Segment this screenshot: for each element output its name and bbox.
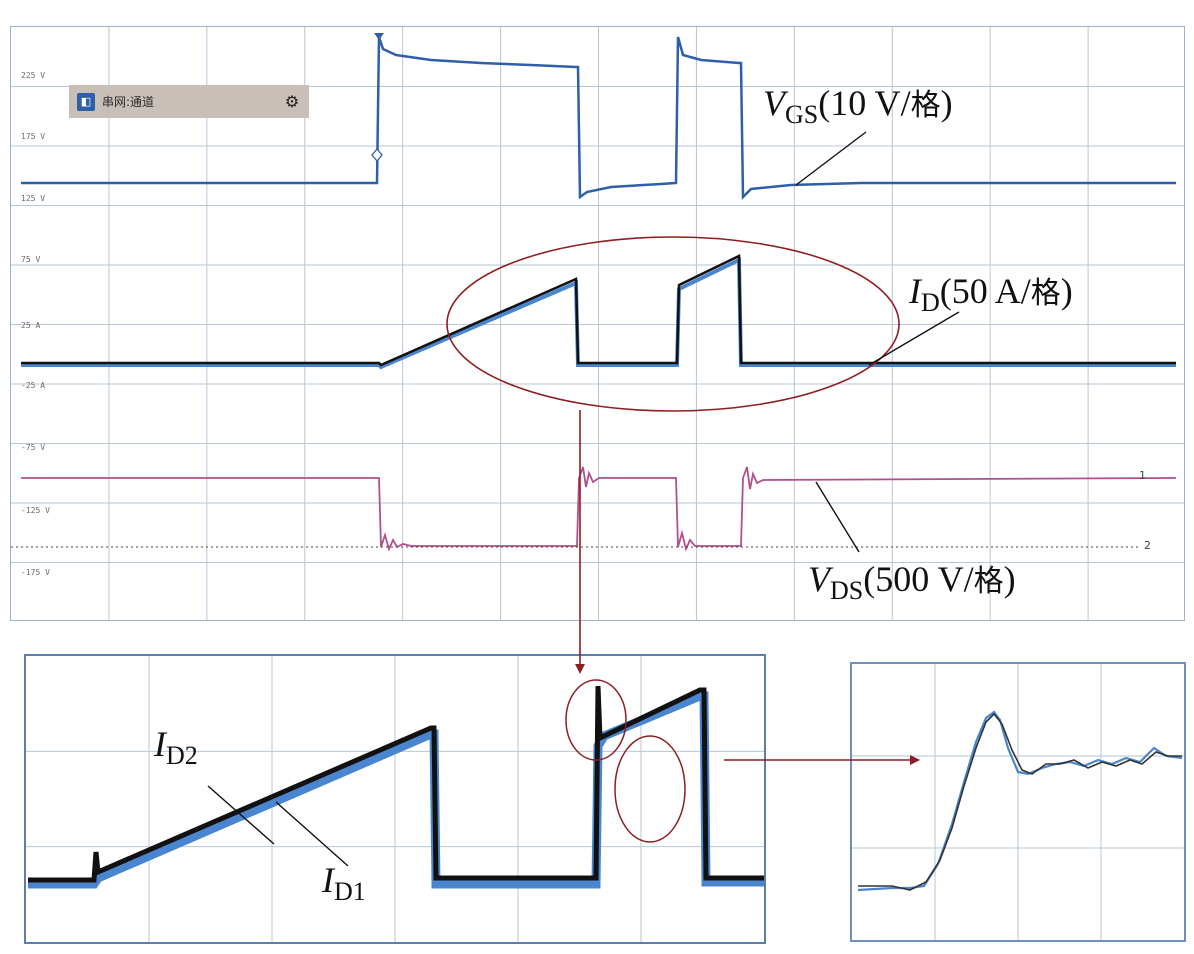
id1-var: I [322, 860, 334, 900]
id-close: ) [1060, 271, 1073, 311]
id2-leader [207, 785, 275, 845]
id-var: I [909, 271, 921, 311]
zoom-ellipse-2 [614, 735, 686, 843]
highlight-ellipse [446, 236, 900, 412]
vds-trace [21, 466, 1177, 552]
vgs-trace [21, 36, 1176, 200]
detail-scope-plot [852, 664, 1184, 940]
vgs-close: ) [940, 83, 953, 123]
y-axis-label: -25 A [21, 381, 46, 390]
detail-grid [852, 664, 1184, 940]
trigger-top-marker [374, 33, 384, 40]
vgs-var: V [763, 83, 785, 123]
id-black-trace [21, 254, 1176, 367]
vds-annotation: VDS(500 V/格) [808, 561, 1016, 604]
vds-unit: 格 [973, 564, 1004, 599]
y-axis-label: -175 V [21, 568, 50, 577]
y-axis-label: 125 V [21, 194, 46, 203]
id-annotation: ID(50 A/格) [909, 273, 1073, 316]
vds-leader [815, 481, 860, 553]
id-leader [868, 311, 960, 366]
vgs-sub: GS [785, 100, 819, 129]
vds-close: ) [1003, 559, 1016, 599]
y-axis-label: 25 A [21, 321, 41, 330]
vds-scale: (500 V/ [863, 559, 974, 599]
detail-scope-panel [850, 662, 1186, 942]
id2-sub: D2 [166, 741, 198, 770]
y-axis-label: -125 V [21, 506, 50, 515]
trigger-marker [371, 147, 383, 163]
channel-icon[interactable]: ◧ [77, 92, 95, 111]
zoom-scope-plot [26, 656, 764, 942]
id2-annotation: ID2 [154, 726, 198, 769]
ch1-marker: 1 [1139, 469, 1146, 482]
vds-var: V [808, 559, 830, 599]
zoom-grid [26, 656, 764, 942]
id-scale: (50 A/ [939, 271, 1031, 311]
id1-sub: D1 [334, 877, 366, 906]
y-axis-label: 225 V [21, 71, 46, 80]
id2-zoom-trace [28, 685, 764, 883]
vgs-leader [795, 131, 867, 186]
vgs-annotation: VGS(10 V/格) [763, 85, 953, 128]
vgs-unit: 格 [910, 88, 941, 123]
y-axis-label: 175 V [21, 132, 46, 141]
id-unit: 格 [1030, 276, 1061, 311]
ch2-marker: 2 [1144, 539, 1151, 552]
id2-var: I [154, 724, 166, 764]
vgs-scale: (10 V/ [818, 83, 911, 123]
scope-toolbar[interactable]: ◧ 串网:通道 ⚙ [69, 85, 309, 118]
id1-leader [275, 801, 349, 867]
id1-annotation: ID1 [322, 862, 366, 905]
y-axis-label: -75 V [21, 443, 46, 452]
vds-sub: DS [830, 576, 864, 605]
y-axis-label: 75 V [21, 255, 41, 264]
gear-icon[interactable]: ⚙ [284, 92, 300, 111]
id-sub: D [921, 288, 940, 317]
toolbar-label: 串网:通道 [102, 95, 155, 109]
detail-blue-trace [857, 710, 1183, 892]
detail-black-trace [858, 712, 1182, 891]
zoom-ellipse-1 [565, 679, 627, 761]
main-scope-panel: 225 V 175 V 125 V 75 V 25 A -25 A -75 V … [10, 26, 1185, 621]
zoom-scope-panel: ID2 ID1 [24, 654, 766, 944]
